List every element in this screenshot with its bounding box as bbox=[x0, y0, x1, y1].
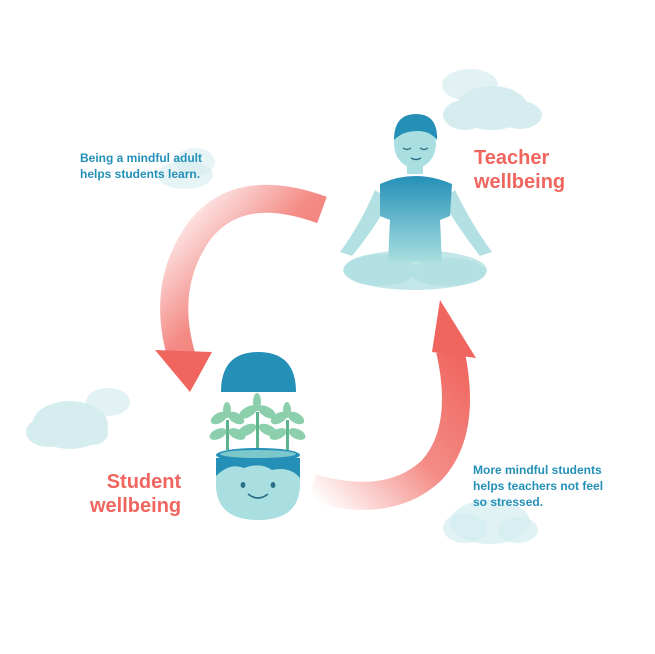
cloud-icon bbox=[442, 69, 542, 130]
student-label-line-2: wellbeing bbox=[90, 495, 182, 517]
caption-bottom: More mindful students helps teachers not… bbox=[473, 462, 633, 510]
student-label-line-1: Student bbox=[106, 471, 182, 493]
cloud-icon bbox=[26, 388, 130, 449]
caption-bottom-line-1: More mindful students bbox=[473, 463, 602, 477]
teacher-wellbeing-label: Teacher wellbeing bbox=[474, 146, 565, 194]
caption-bottom-line-3: so stressed. bbox=[473, 495, 544, 509]
teacher-label-line-1: Teacher bbox=[474, 147, 550, 169]
caption-top-line-1: Being a mindful adult bbox=[80, 151, 202, 165]
cloud-icon bbox=[443, 500, 538, 544]
student-wellbeing-label: Student wellbeing bbox=[90, 470, 181, 518]
curved-arrow-icon bbox=[155, 184, 327, 392]
curved-arrow-icon bbox=[308, 300, 476, 510]
plant-icon bbox=[269, 402, 306, 450]
caption-top-line-2: helps students learn. bbox=[80, 167, 201, 181]
cloud-icon bbox=[157, 148, 215, 189]
plant-icon bbox=[237, 393, 278, 452]
student-head-icon bbox=[209, 352, 306, 520]
meditating-teacher-icon bbox=[340, 114, 492, 290]
caption-bottom-line-2: helps teachers not feel bbox=[473, 479, 604, 493]
plant-icon bbox=[209, 402, 246, 450]
teacher-label-line-2: wellbeing bbox=[474, 171, 566, 193]
caption-top: Being a mindful adult helps students lea… bbox=[80, 150, 230, 182]
